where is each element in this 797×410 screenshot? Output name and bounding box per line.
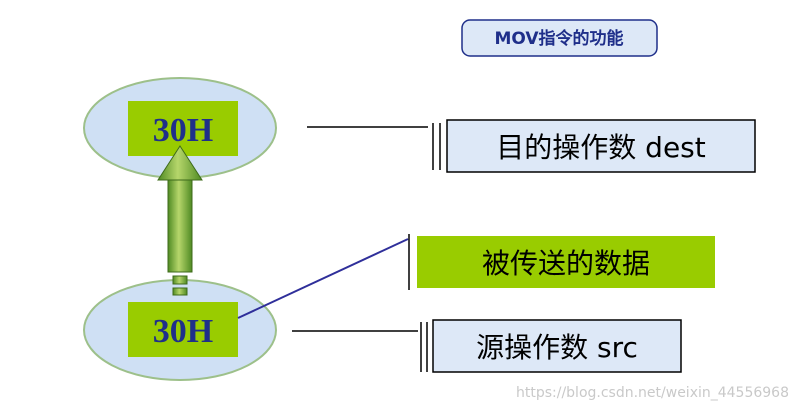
src-value-box [128, 302, 238, 357]
watermark: https://blog.csdn.net/weixin_44556968 [516, 385, 789, 401]
transfer-label-box: 被传送的数据 [417, 236, 715, 288]
transfer-arrow [157, 145, 203, 296]
src-value: 30H [153, 313, 213, 350]
dest-label-bg [446, 119, 756, 173]
arrow-shaft [167, 179, 193, 273]
transfer-connector [237, 234, 410, 319]
arrow-head [157, 145, 203, 181]
transfer-label-bg [417, 236, 715, 288]
dest-label: 目的操作数 dest [496, 131, 705, 164]
src-label-box: 源操作数 src [432, 319, 682, 373]
arrow-dash-1 [172, 287, 188, 296]
dest-connector [307, 123, 441, 170]
title-box: MOV指令的功能 [461, 19, 658, 57]
dest-register: 30H [83, 77, 277, 179]
src-label-bg [432, 319, 682, 373]
src-register: 30H [83, 279, 277, 381]
transfer-label: 被传送的数据 [482, 247, 650, 280]
src-label: 源操作数 src [476, 331, 638, 364]
title-box-bg [461, 19, 658, 57]
dest-value-box [128, 101, 238, 156]
diagram-title: MOV指令的功能 [494, 28, 623, 49]
dest-value: 30H [153, 112, 213, 149]
transfer-connector-line [237, 238, 409, 319]
dest-label-box: 目的操作数 dest [446, 119, 756, 173]
arrow-dash-2 [172, 275, 188, 285]
src-connector [292, 322, 428, 372]
